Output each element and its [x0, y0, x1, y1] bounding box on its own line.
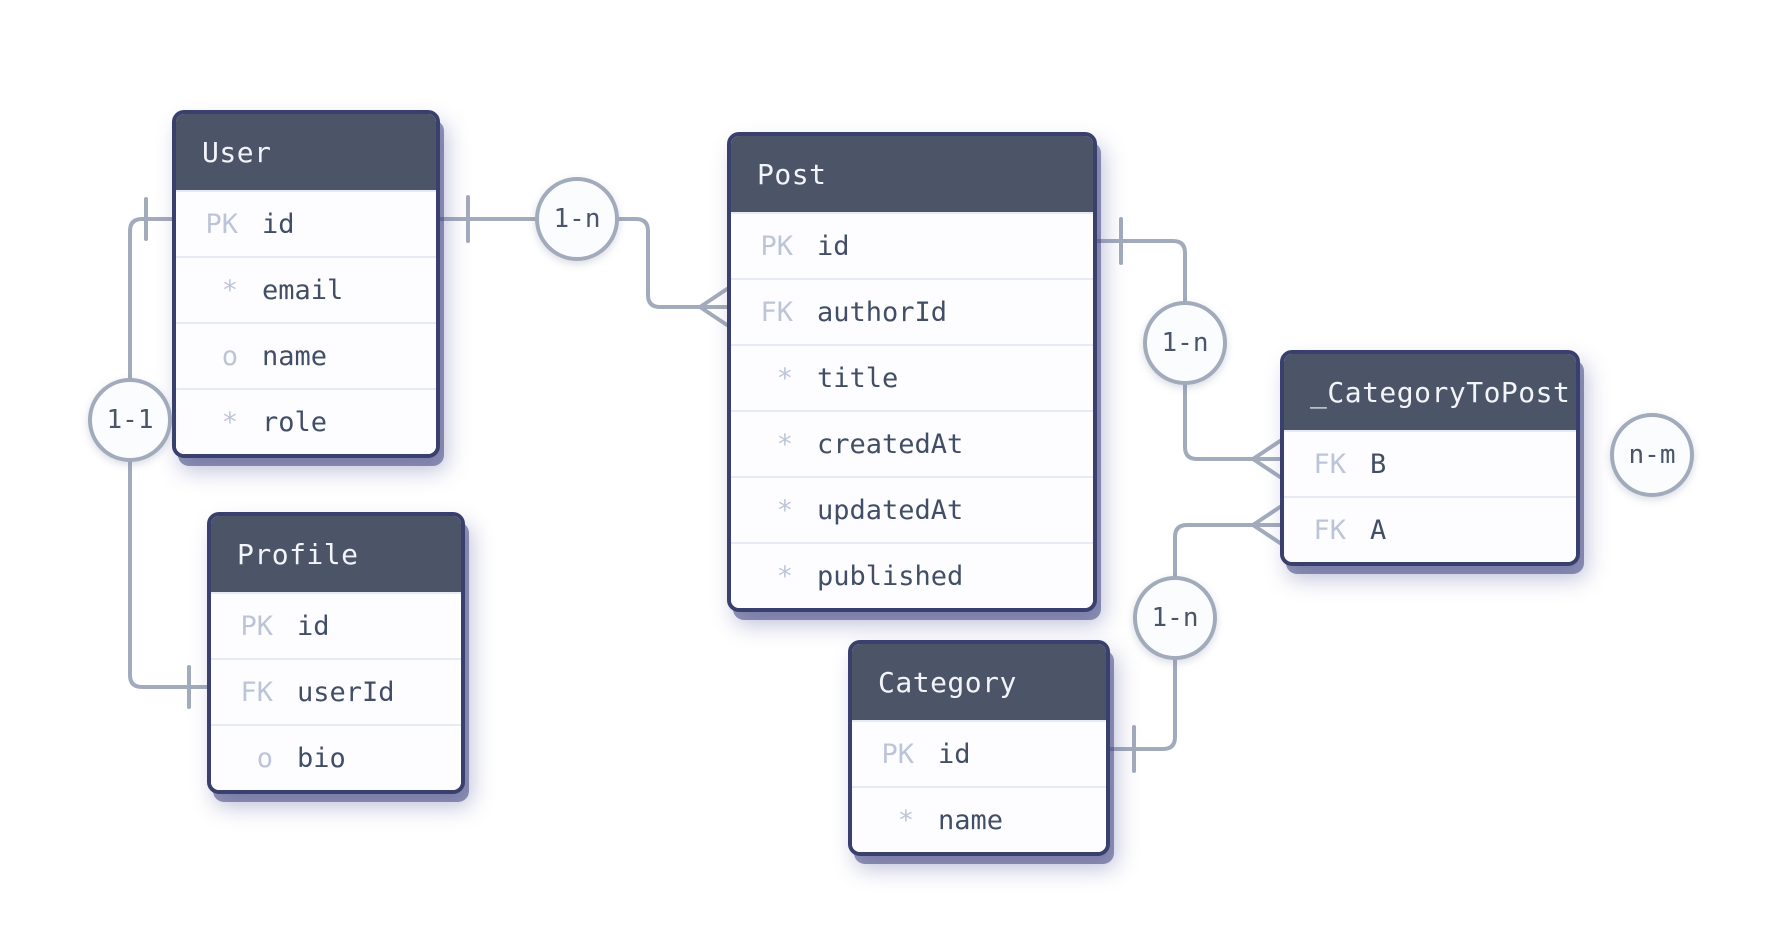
cardinality-badge-post-categorytopost: 1-n [1143, 301, 1227, 385]
key-badge: FK [760, 296, 793, 328]
key-badge: * [776, 560, 793, 592]
entity-table-categorytopost[interactable]: _CategoryToPost FK B FK A [1280, 350, 1580, 566]
key-badge: o [256, 742, 273, 774]
cardinality-label: 1-n [553, 204, 601, 234]
key-badge: FK [1313, 448, 1346, 480]
field-name: title [817, 362, 899, 394]
field-name: createdAt [817, 428, 964, 460]
table-header: Post [731, 136, 1093, 212]
crowfoot-post-authorid [698, 287, 729, 327]
cardinality-label: n-m [1628, 440, 1676, 470]
table-row: PK id [852, 720, 1106, 786]
table-row: * createdAt [731, 410, 1093, 476]
crowfoot-categorytopost-a [1251, 505, 1282, 545]
table-row: * title [731, 344, 1093, 410]
field-name: B [1370, 448, 1387, 480]
table-header: _CategoryToPost [1284, 354, 1576, 430]
key-badge: PK [205, 208, 238, 240]
cardinality-badge-category-categorytopost: 1-n [1133, 576, 1217, 660]
field-name: A [1370, 514, 1387, 546]
entity-table-profile[interactable]: Profile PK id FK userId o bio [207, 512, 465, 794]
field-name: email [262, 274, 344, 306]
table-row: FK A [1284, 496, 1576, 562]
connector-user-post [438, 217, 729, 309]
table-row: * updatedAt [731, 476, 1093, 542]
key-badge: * [897, 804, 914, 836]
field-name: id [297, 610, 330, 642]
table-title: Category [878, 665, 1017, 699]
entity-table-post[interactable]: Post PK id FK authorId * title * created… [727, 132, 1097, 612]
key-badge: o [221, 340, 238, 372]
key-badge: PK [760, 230, 793, 262]
field-name: bio [297, 742, 346, 774]
field-name: authorId [817, 296, 948, 328]
key-badge: PK [240, 610, 273, 642]
table-row: o bio [211, 724, 461, 790]
table-row: FK authorId [731, 278, 1093, 344]
entity-table-category[interactable]: Category PK id * name [848, 640, 1110, 856]
key-badge: * [776, 428, 793, 460]
cardinality-label: 1-1 [106, 405, 154, 435]
cardinality-badge-category-post: n-m [1610, 413, 1694, 497]
table-title: _CategoryToPost [1310, 375, 1571, 409]
cardinality-label: 1-n [1151, 603, 1199, 633]
entity-table-user[interactable]: User PK id * email o name * role [172, 110, 440, 458]
table-row: PK id [211, 592, 461, 658]
table-row: * published [731, 542, 1093, 608]
table-title: Profile [237, 537, 359, 571]
field-name: id [938, 738, 971, 770]
crowfoot-categorytopost-b [1251, 439, 1282, 479]
field-name: published [817, 560, 964, 592]
cardinality-label: 1-n [1161, 328, 1209, 358]
field-name: name [938, 804, 1004, 836]
table-title: Post [757, 157, 827, 191]
field-name: name [262, 340, 328, 372]
field-name: role [262, 406, 328, 438]
table-header: Profile [211, 516, 461, 592]
key-badge: FK [1313, 514, 1346, 546]
cardinality-badge-user-profile: 1-1 [88, 378, 172, 462]
table-row: * name [852, 786, 1106, 852]
table-row: PK id [176, 190, 436, 256]
table-row: FK B [1284, 430, 1576, 496]
key-badge: PK [881, 738, 914, 770]
table-header: Category [852, 644, 1106, 720]
key-badge: * [776, 362, 793, 394]
key-badge: FK [240, 676, 273, 708]
key-badge: * [776, 494, 793, 526]
cardinality-badge-user-post: 1-n [535, 177, 619, 261]
table-row: PK id [731, 212, 1093, 278]
key-badge: * [221, 406, 238, 438]
key-badge: * [221, 274, 238, 306]
table-row: o name [176, 322, 436, 388]
table-header: User [176, 114, 436, 190]
table-row: * email [176, 256, 436, 322]
table-row: * role [176, 388, 436, 454]
field-name: id [817, 230, 850, 262]
table-row: FK userId [211, 658, 461, 724]
table-title: User [202, 135, 272, 169]
field-name: updatedAt [817, 494, 964, 526]
field-name: userId [297, 676, 395, 708]
field-name: id [262, 208, 295, 240]
